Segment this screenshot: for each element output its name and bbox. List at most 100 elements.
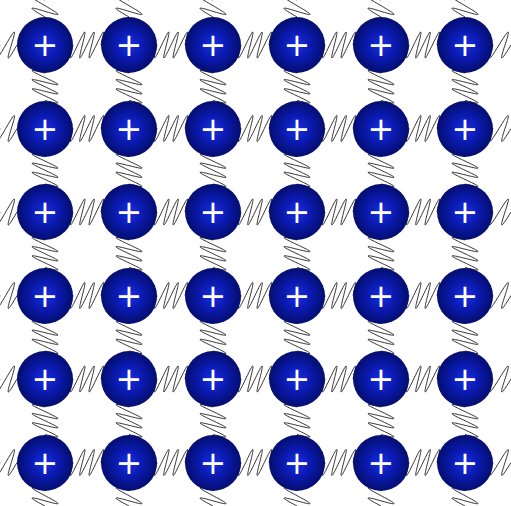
- ion-sphere: +: [101, 101, 157, 157]
- spring: [116, 237, 142, 270]
- charge-sign: +: [368, 29, 395, 61]
- ion-sphere: +: [437, 17, 493, 73]
- boundary-spring: [32, 0, 58, 17]
- ion-sphere: +: [437, 435, 493, 491]
- ion-sphere: +: [101, 184, 157, 240]
- charge-sign: +: [368, 363, 395, 395]
- spring: [368, 237, 394, 270]
- spring: [200, 70, 226, 103]
- boundary-spring: [0, 116, 17, 142]
- charge-sign: +: [116, 447, 143, 479]
- charge-sign: +: [452, 280, 479, 312]
- spring: [322, 366, 355, 392]
- ion-sphere: +: [185, 184, 241, 240]
- spring: [200, 404, 226, 437]
- charge-sign: +: [116, 29, 143, 61]
- spring: [154, 366, 187, 392]
- charge-sign: +: [452, 447, 479, 479]
- ion-sphere: +: [269, 101, 325, 157]
- spring: [154, 116, 187, 142]
- spring: [284, 237, 310, 270]
- boundary-spring: [284, 0, 310, 17]
- ion-sphere: +: [437, 268, 493, 324]
- charge-sign: +: [368, 113, 395, 145]
- ion-sphere: +: [353, 184, 409, 240]
- spring: [32, 154, 58, 187]
- spring: [70, 366, 103, 392]
- spring: [368, 70, 394, 103]
- charge-sign: +: [284, 196, 311, 228]
- spring: [116, 154, 142, 187]
- charge-sign: +: [368, 447, 395, 479]
- spring: [154, 450, 187, 476]
- spring: [406, 283, 439, 309]
- boundary-spring: [116, 0, 142, 17]
- ion-sphere: +: [17, 268, 73, 324]
- charge-sign: +: [452, 29, 479, 61]
- charge-sign: +: [32, 363, 59, 395]
- charge-sign: +: [284, 280, 311, 312]
- spring: [154, 32, 187, 58]
- ion-sphere: +: [17, 101, 73, 157]
- charge-sign: +: [368, 280, 395, 312]
- charge-sign: +: [284, 363, 311, 395]
- ion-sphere: +: [185, 435, 241, 491]
- spring: [406, 450, 439, 476]
- spring: [452, 70, 478, 103]
- spring: [406, 116, 439, 142]
- ion-sphere: +: [269, 351, 325, 407]
- charge-sign: +: [32, 29, 59, 61]
- ion-sphere: +: [437, 184, 493, 240]
- spring: [238, 283, 271, 309]
- charge-sign: +: [200, 363, 227, 395]
- spring: [452, 154, 478, 187]
- ion-sphere: +: [353, 268, 409, 324]
- charge-sign: +: [116, 280, 143, 312]
- spring: [406, 32, 439, 58]
- ion-sphere: +: [437, 101, 493, 157]
- spring: [322, 283, 355, 309]
- ion-sphere: +: [353, 351, 409, 407]
- spring: [200, 154, 226, 187]
- ion-sphere: +: [437, 351, 493, 407]
- spring: [368, 404, 394, 437]
- charge-sign: +: [200, 29, 227, 61]
- ion-sphere: +: [269, 17, 325, 73]
- ion-sphere: +: [101, 435, 157, 491]
- boundary-spring: [368, 0, 394, 17]
- spring: [238, 32, 271, 58]
- spring: [116, 321, 142, 354]
- ion-sphere: +: [353, 17, 409, 73]
- spring: [452, 404, 478, 437]
- spring: [284, 404, 310, 437]
- charge-sign: +: [200, 447, 227, 479]
- ion-sphere: +: [17, 184, 73, 240]
- charge-sign: +: [116, 113, 143, 145]
- charge-sign: +: [368, 196, 395, 228]
- ion-sphere: +: [269, 435, 325, 491]
- spring: [406, 366, 439, 392]
- spring: [70, 199, 103, 225]
- charge-sign: +: [452, 113, 479, 145]
- ion-sphere: +: [101, 17, 157, 73]
- ion-sphere: +: [185, 17, 241, 73]
- spring: [238, 366, 271, 392]
- charge-sign: +: [116, 196, 143, 228]
- spring: [200, 321, 226, 354]
- spring: [238, 116, 271, 142]
- boundary-spring: [200, 0, 226, 17]
- ion-sphere: +: [185, 101, 241, 157]
- spring: [70, 450, 103, 476]
- spring: [322, 199, 355, 225]
- spring: [284, 70, 310, 103]
- spring: [238, 450, 271, 476]
- charge-sign: +: [32, 280, 59, 312]
- spring: [406, 199, 439, 225]
- spring: [32, 404, 58, 437]
- ion-sphere: +: [353, 101, 409, 157]
- spring: [368, 321, 394, 354]
- boundary-spring: [0, 366, 17, 392]
- spring: [70, 283, 103, 309]
